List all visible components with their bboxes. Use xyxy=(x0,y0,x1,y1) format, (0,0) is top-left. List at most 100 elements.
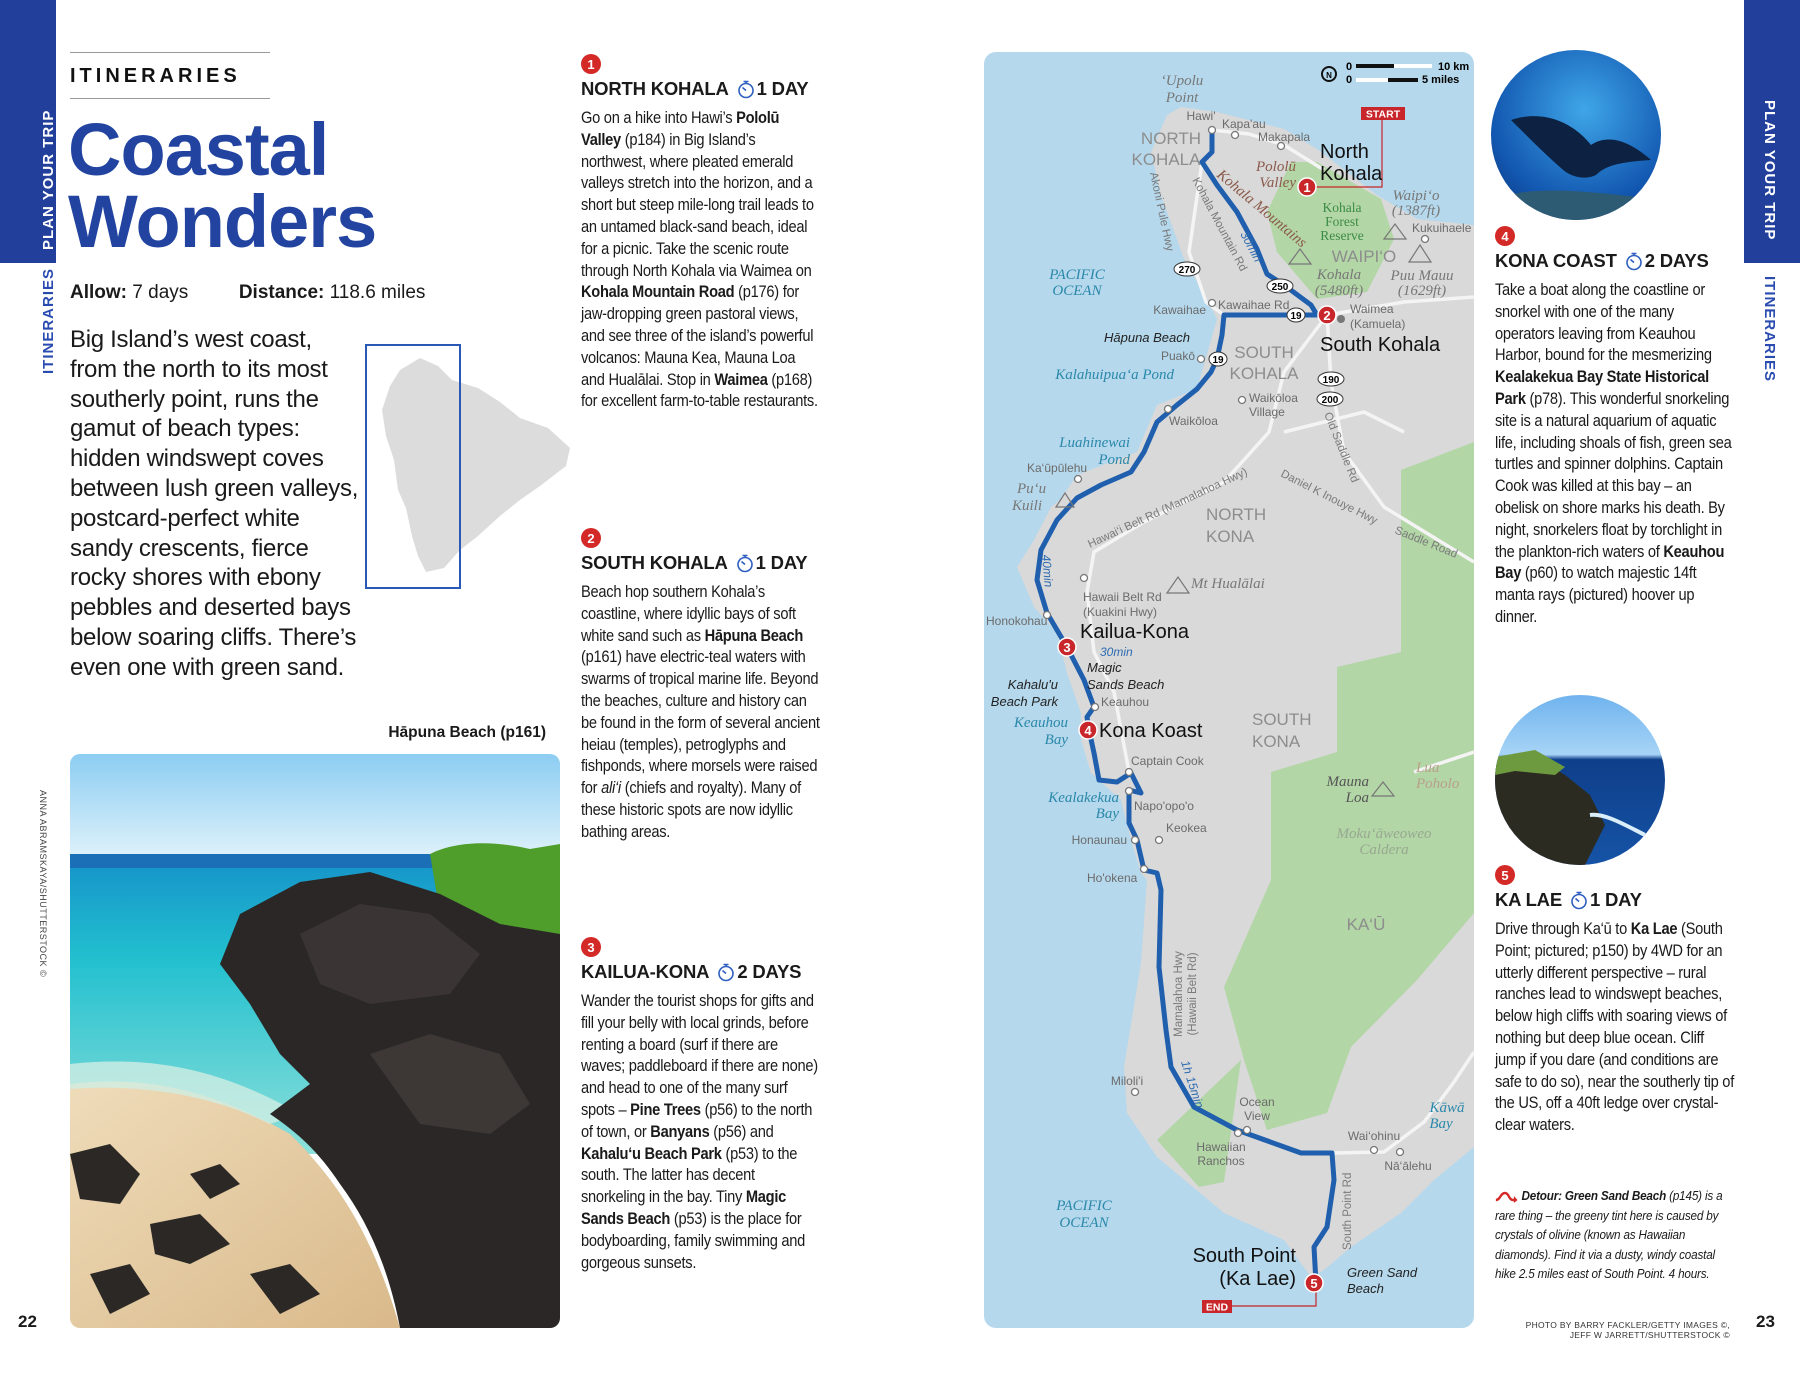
start-label: START xyxy=(1366,109,1401,121)
svg-text:Pond: Pond xyxy=(1097,452,1130,468)
svg-text:Forest: Forest xyxy=(1325,214,1359,229)
section-tab-right: PLAN YOUR TRIP xyxy=(1744,0,1800,263)
intro-block: Big Island’s west coast, from the north … xyxy=(70,325,385,683)
text-run: Drive through Ka‘ū to xyxy=(1495,920,1631,938)
text-run: (p184) in Big Island’s northwest, where … xyxy=(581,130,814,280)
allow-label: Allow: xyxy=(70,282,127,303)
svg-text:Point: Point xyxy=(1165,90,1199,106)
svg-text:Napo'opo'o: Napo'opo'o xyxy=(1134,799,1194,813)
svg-text:Hawaiian: Hawaiian xyxy=(1196,1140,1245,1154)
highlighted-place: Keauhou Bay xyxy=(1495,542,1725,583)
svg-text:30min: 30min xyxy=(1100,645,1133,659)
svg-text:Kawaihae Rd: Kawaihae Rd xyxy=(1218,298,1289,312)
trip-meta: Allow: 7 days Distance: 118.6 miles xyxy=(70,282,425,304)
svg-text:South Point Rd: South Point Rd xyxy=(1342,1173,1354,1250)
island-locator-map xyxy=(382,358,570,572)
stop-title: SOUTH KOHALA xyxy=(581,552,728,573)
stop-number-badge: 2 xyxy=(581,528,601,548)
svg-text:Mauna: Mauna xyxy=(1326,774,1370,790)
text-run: (p176) for jaw-dropping green pastoral v… xyxy=(581,283,814,389)
highlighted-place: Detour: Green Sand Beach xyxy=(1521,1188,1667,1203)
island-silhouette xyxy=(382,358,570,572)
svg-text:4: 4 xyxy=(1084,723,1092,738)
title-line: Coastal xyxy=(68,108,329,191)
stopwatch-icon xyxy=(736,554,753,573)
svg-text:Puakō: Puakō xyxy=(1161,349,1195,363)
highlighted-place: Ka Lae xyxy=(1630,920,1678,938)
svg-text:Beach: Beach xyxy=(1347,1281,1384,1296)
place-dots xyxy=(1042,125,1430,1157)
svg-text:South Kohala: South Kohala xyxy=(1320,334,1441,356)
south-point-cliffs-photo xyxy=(1495,695,1665,865)
svg-text:Valley: Valley xyxy=(1259,175,1296,191)
text-run: (p56) and xyxy=(709,1122,774,1141)
stop-description: Drive through Ka‘ū to Ka Lae (South Poin… xyxy=(1495,919,1735,1137)
section-tab-left: PLAN YOUR TRIP xyxy=(0,0,57,263)
svg-text:Makapala: Makapala xyxy=(1258,130,1310,144)
svg-text:NORTH: NORTH xyxy=(1206,505,1266,524)
mauna-loa-forest xyxy=(1224,442,1474,1130)
photo-caption: Hāpuna Beach (p161) xyxy=(388,724,546,741)
stop-markers[interactable]: 1 2 3 4 5 xyxy=(1057,177,1337,1293)
svg-text:Reserve: Reserve xyxy=(1320,228,1363,243)
svg-text:Kailua-Kona: Kailua-Kona xyxy=(1080,621,1190,643)
stop-duration: 1 DAY xyxy=(1589,889,1642,910)
svg-text:40min: 40min xyxy=(1039,554,1056,588)
svg-text:WAIPI‘O: WAIPI‘O xyxy=(1332,247,1397,266)
svg-text:0: 0 xyxy=(1346,61,1352,73)
chapter-label: ITINERARIES xyxy=(1761,276,1778,383)
svg-text:3: 3 xyxy=(1063,640,1070,655)
svg-text:PACIFIC: PACIFIC xyxy=(1055,1198,1113,1214)
svg-text:19: 19 xyxy=(1290,311,1302,322)
stop-duration: 1 DAY xyxy=(755,552,808,573)
beach-photo xyxy=(70,754,560,1328)
svg-text:Bay: Bay xyxy=(1045,732,1069,748)
stop-title: NORTH KOHALA xyxy=(581,78,729,99)
photo-credits: PHOTO BY BARRY FACKLER/GETTY IMAGES ©, J… xyxy=(1480,1320,1730,1340)
stop-number-badge: 1 xyxy=(581,54,601,74)
kicker: ITINERARIES xyxy=(70,52,270,99)
text-run: (p168) for excellent farm-to-table resta… xyxy=(581,370,818,411)
stopwatch-icon xyxy=(718,963,735,982)
svg-text:Green Sand: Green Sand xyxy=(1347,1265,1418,1280)
highlighted-place: Pine Trees xyxy=(630,1100,701,1119)
svg-text:10 km: 10 km xyxy=(1438,61,1469,73)
stop-duration: 2 DAYS xyxy=(1644,250,1709,271)
svg-text:Lua: Lua xyxy=(1415,760,1439,776)
text-run: (p53) to the south. The latter has decen… xyxy=(581,1144,798,1207)
svg-text:Kapa'au: Kapa'au xyxy=(1222,117,1266,131)
page-number: 22 xyxy=(18,1312,37,1331)
svg-text:(1387ft): (1387ft) xyxy=(1392,203,1440,219)
section-label: PLAN YOUR TRIP xyxy=(40,109,57,250)
svg-text:5: 5 xyxy=(1310,1276,1317,1291)
svg-text:NORTH: NORTH xyxy=(1141,129,1201,148)
highway-shields: 270 250 19 19 190 200 xyxy=(1173,261,1345,407)
svg-text:Waimea: Waimea xyxy=(1350,302,1394,316)
hawaiian-ranchos-green xyxy=(1157,1060,1241,1187)
svg-text:Kohala: Kohala xyxy=(1323,200,1362,215)
text-run: Take a boat along the coastline or snork… xyxy=(1495,281,1712,365)
title-line: Wonders xyxy=(68,180,377,263)
svg-text:OCEAN: OCEAN xyxy=(1059,1215,1109,1231)
svg-text:Hawi': Hawi' xyxy=(1187,109,1216,123)
svg-text:Poholo: Poholo xyxy=(1415,776,1460,792)
distance-label: Distance: xyxy=(238,282,325,303)
stop-number-badge: 3 xyxy=(581,937,601,957)
map-labels: ‘Upolu Point Hawi' Kapa'au Makapala NORT… xyxy=(986,73,1472,1296)
svg-text:Kuili: Kuili xyxy=(1011,498,1042,514)
stopwatch-icon xyxy=(1625,252,1642,271)
svg-text:Waipi‘o: Waipi‘o xyxy=(1393,188,1440,204)
credit-line: PHOTO BY BARRY FACKLER/GETTY IMAGES ©, xyxy=(1525,1320,1730,1330)
svg-text:Hawaii Belt Rd: Hawaii Belt Rd xyxy=(1083,590,1162,604)
svg-text:Village: Village xyxy=(1249,405,1285,419)
stop-description: Beach hop southern Kohala’s coastline, w… xyxy=(581,582,821,844)
svg-text:0: 0 xyxy=(1346,74,1352,86)
svg-text:Mt Hualālai: Mt Hualālai xyxy=(1190,576,1265,592)
stop-marker-1: 1 xyxy=(1297,177,1317,197)
page-title: Coastal Wonders xyxy=(68,108,377,263)
svg-text:Ocean: Ocean xyxy=(1239,1095,1274,1109)
